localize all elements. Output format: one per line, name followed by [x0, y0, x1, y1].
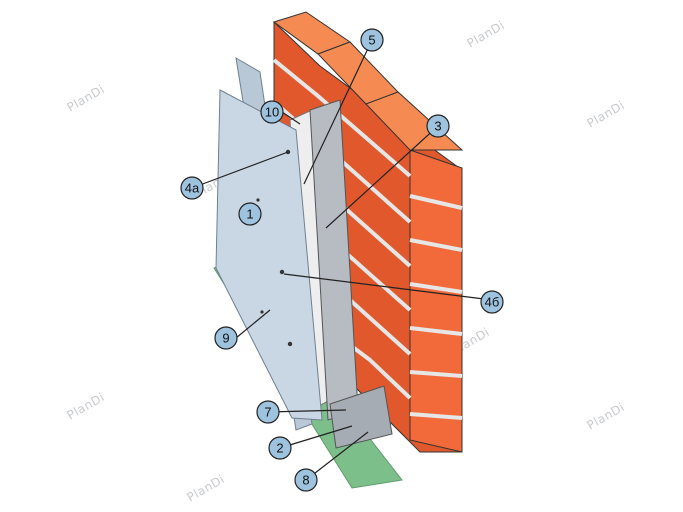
callout-5 [360, 28, 384, 52]
gypsum-board [215, 89, 323, 421]
callout-8 [294, 468, 318, 492]
callout-label: 3 [434, 119, 441, 134]
callout-1 [238, 202, 262, 226]
callout-label: 9 [222, 331, 229, 346]
callout-4b [480, 290, 504, 314]
callout-markers [180, 28, 504, 492]
callout-10 [260, 100, 284, 124]
callout-label: 2 [276, 441, 283, 456]
callout-label: 4a [185, 181, 200, 196]
callout-label: 5 [368, 33, 375, 48]
watermark: PlanDi [185, 472, 228, 505]
callout-2 [268, 436, 292, 460]
leader-lines [191, 39, 493, 481]
callout-7 [256, 400, 280, 424]
watermark: PlanDi [65, 390, 108, 423]
callout-label: 10 [265, 105, 279, 120]
callout-3 [426, 114, 450, 138]
mortar-joints [409, 194, 463, 420]
brick-wall-front [409, 149, 463, 453]
callout-labels: 1 2 3 4a 4б 5 7 8 9 10 [185, 33, 500, 488]
callout-label: 1 [246, 207, 253, 222]
metal-profile [309, 99, 393, 449]
callout-9 [214, 326, 238, 350]
watermark: PlanDi [585, 98, 628, 131]
watermark: PlanDi [585, 400, 628, 433]
callout-label: 8 [302, 473, 309, 488]
callout-label: 4б [485, 295, 500, 310]
watermark: PlanDi [65, 82, 108, 115]
callout-4a [180, 176, 204, 200]
callout-label: 7 [264, 405, 271, 420]
watermark: PlanDi [465, 18, 508, 51]
